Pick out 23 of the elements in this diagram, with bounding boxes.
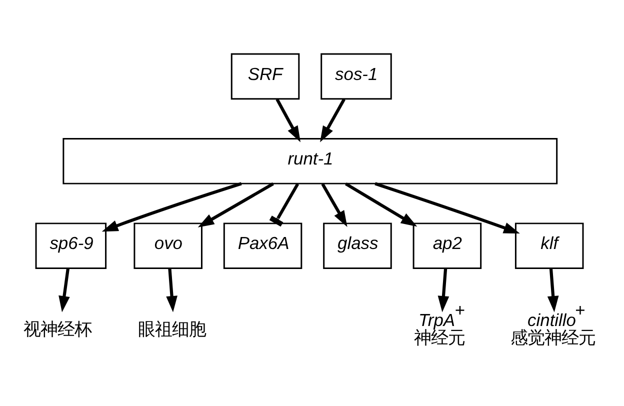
arrow (438, 268, 450, 312)
node-box: ovo (134, 222, 202, 269)
node-box: sp6-9 (35, 222, 107, 269)
node-text: 视神经杯 (24, 318, 92, 339)
arrow (344, 182, 418, 226)
arrow (102, 182, 242, 232)
node-box: klf (514, 222, 584, 269)
node-box: glass (323, 222, 392, 269)
node-text: 眼祖细胞 (138, 318, 206, 339)
node-box: sos-1 (320, 52, 392, 100)
arrow (374, 182, 520, 234)
connector (269, 182, 300, 226)
node-box: Pax6A (223, 222, 302, 269)
arrow (320, 98, 346, 142)
arrow (58, 268, 70, 312)
arrow (547, 268, 559, 312)
node-box: SRF (230, 52, 300, 100)
node-box: runt-1 (62, 137, 558, 184)
arrow (198, 182, 274, 227)
arrow (276, 98, 301, 142)
arrow (166, 268, 178, 312)
arrow (321, 182, 348, 226)
node-box: ap2 (412, 222, 482, 269)
